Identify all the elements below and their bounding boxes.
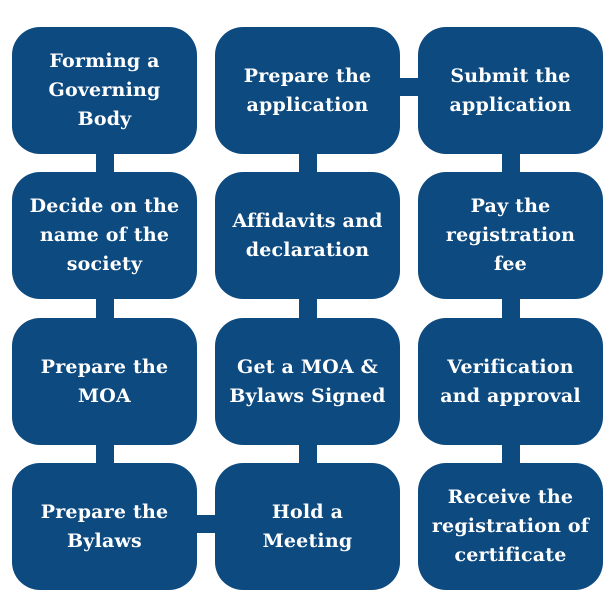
connector-step2-step3 <box>96 296 114 318</box>
connector-step7-step8 <box>299 151 317 173</box>
step-label: Receive the registration of certificate <box>431 486 590 566</box>
connector-step3-step4 <box>96 442 114 464</box>
step-box-decide-society-name: Decide on the name of the society <box>12 172 197 299</box>
connector-step11-step12 <box>502 442 520 464</box>
step-label: Hold a Meeting <box>262 500 353 552</box>
step-label: Prepare the Bylaws <box>40 500 169 552</box>
step-box-hold-meeting: Hold a Meeting <box>215 463 400 590</box>
connector-step9-step10 <box>502 151 520 173</box>
step-label: Decide on the name of the society <box>29 195 180 275</box>
connector-step6-step7 <box>299 296 317 318</box>
connector-step4-step5 <box>196 515 218 533</box>
step-label: Prepare the application <box>243 64 372 116</box>
step-label: Affidavits and declaration <box>232 209 383 261</box>
step-label: Submit the application <box>449 64 572 116</box>
step-box-prepare-bylaws: Prepare the Bylaws <box>12 463 197 590</box>
step-box-receive-certificate: Receive the registration of certificate <box>418 463 603 590</box>
step-label: Forming a Governing Body <box>48 50 161 130</box>
connector-step8-step9 <box>399 78 421 96</box>
connector-step1-step2 <box>96 151 114 173</box>
step-box-prepare-moa: Prepare the MOA <box>12 318 197 445</box>
step-box-submit-application: Submit the application <box>418 27 603 154</box>
step-label: Verification and approval <box>440 355 581 407</box>
connector-step5-step6 <box>299 442 317 464</box>
step-box-pay-registration-fee: Pay the registration fee <box>418 172 603 299</box>
step-box-moa-bylaws-signed: Get a MOA & Bylaws Signed <box>215 318 400 445</box>
step-label: Prepare the MOA <box>40 355 169 407</box>
step-box-verification-approval: Verification and approval <box>418 318 603 445</box>
step-box-prepare-application: Prepare the application <box>215 27 400 154</box>
step-label: Pay the registration fee <box>445 195 576 275</box>
step-label: Get a MOA & Bylaws Signed <box>229 355 386 407</box>
step-box-affidavits-declaration: Affidavits and declaration <box>215 172 400 299</box>
connector-step10-step11 <box>502 296 520 318</box>
step-box-forming-governing-body: Forming a Governing Body <box>12 27 197 154</box>
